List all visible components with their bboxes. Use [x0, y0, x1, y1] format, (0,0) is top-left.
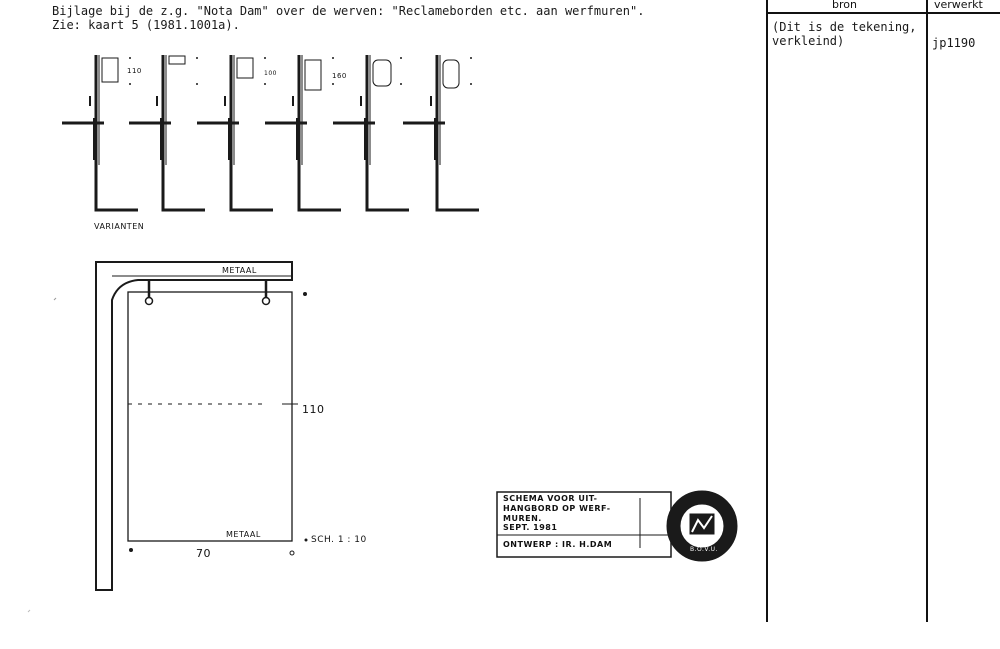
scale-label: SCH. 1 : 10: [311, 535, 367, 545]
verwerkt-value: jp1190: [932, 36, 976, 50]
dim-dot: [129, 548, 133, 552]
title-block-line-4: SEPT. 1981: [503, 523, 558, 532]
title-block-line-3: MUREN.: [503, 514, 542, 523]
bron-value-line-1: (Dit is de tekening,: [772, 20, 917, 34]
variants-label: VARIANTEN: [94, 222, 145, 231]
bracket-variant: [129, 55, 205, 212]
variant-dim-3: 100: [264, 70, 277, 77]
column-header-bron: bron: [832, 0, 857, 11]
bracket-variant: [333, 55, 409, 212]
hook-right: [261, 280, 271, 306]
variant-dim-1: 110: [127, 67, 142, 75]
stamp: [666, 490, 738, 562]
variants-group: [62, 55, 479, 212]
bracket-variant: [265, 55, 341, 212]
hook-left: [144, 280, 154, 306]
stamp-bottom-text: B.O.V.U.: [690, 546, 718, 553]
dim-dot: [304, 538, 308, 542]
width-dimension: 70: [196, 547, 211, 560]
header-line-2: Zie: kaart 5 (1981.1001a).: [52, 18, 240, 32]
bracket-variant: [62, 55, 138, 212]
dim-dot: [289, 550, 295, 556]
sign-board: [127, 291, 293, 542]
title-block-line-1: SCHEMA VOOR UIT-: [503, 494, 598, 503]
metal-label-top: METAAL: [222, 266, 257, 275]
variant-dim-4: 160: [332, 72, 347, 80]
height-dimension: 110: [302, 403, 325, 416]
bracket-variant: [197, 55, 273, 212]
main-sign-drawing: [27, 261, 308, 613]
table-middle-border: [926, 0, 928, 622]
header-line-1: Bijlage bij de z.g. "Nota Dam" over de w…: [52, 4, 645, 18]
title-block-line-2: HANGBORD OP WERF-: [503, 504, 611, 513]
dim-dot: [303, 292, 307, 296]
table-left-border: [766, 0, 768, 622]
title-block-line-5: ONTWERP : IR. H.DAM: [503, 540, 613, 549]
metal-label-bottom: METAAL: [226, 530, 261, 539]
column-header-verwerkt: verwerkt: [934, 0, 983, 11]
bracket-variant: [403, 55, 479, 212]
table-header-divider: [766, 12, 1000, 14]
bron-value-line-2: verkleind): [772, 34, 845, 48]
wall-profile: [95, 261, 293, 591]
